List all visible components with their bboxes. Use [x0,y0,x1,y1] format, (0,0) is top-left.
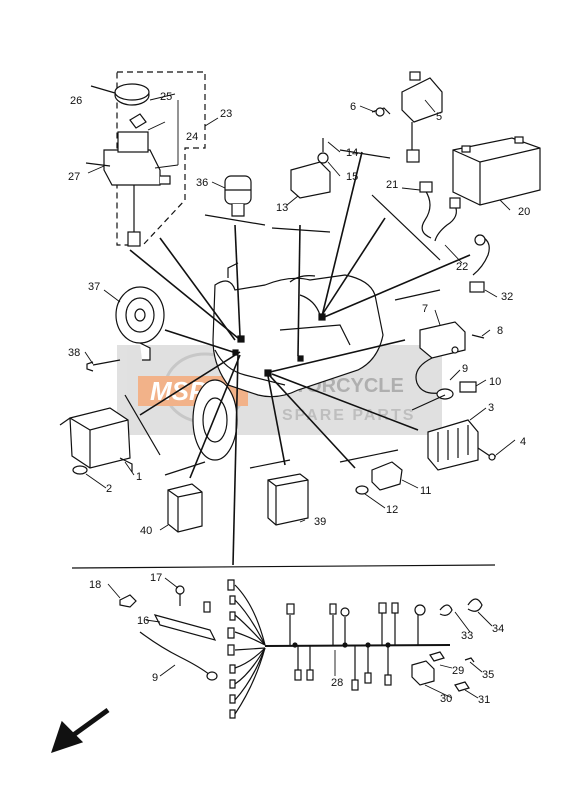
part-label-9b: 9 [152,672,158,684]
part-label-12: 12 [386,504,398,516]
group-separators [71,149,496,569]
part-label-39: 39 [314,516,326,528]
part-label-29: 29 [452,665,464,677]
part-label-2: 2 [106,483,112,495]
main-switch-assembly [85,71,206,247]
part-label-23: 23 [220,108,232,120]
part-label-27: 27 [68,171,80,183]
part-label-3: 3 [488,402,494,414]
part-label-32: 32 [501,291,513,303]
part-label-28: 28 [331,677,343,689]
relay-unit [167,483,203,533]
part-label-30: 30 [440,693,452,705]
part-label-4: 4 [520,436,526,448]
part-label-18: 18 [89,579,101,591]
leader-lines [129,151,471,566]
part-label-1: 1 [136,471,142,483]
part-label-8: 8 [497,325,503,337]
part-label-7: 7 [422,303,428,315]
part-label-15: 15 [346,171,358,183]
part-label-31: 31 [478,694,490,706]
part-label-11: 11 [420,485,431,497]
watermark-line-2: SPARE PARTS [282,407,415,424]
part-label-16: 16 [137,615,149,627]
part-label-38: 38 [68,347,80,359]
part-label-40: 40 [140,525,152,537]
part-label-6: 6 [350,101,356,113]
flasher-relay [224,175,252,217]
part-label-24: 24 [186,131,198,143]
battery [452,136,541,206]
cdi-unit [267,473,309,526]
part-label-17: 17 [150,572,162,584]
part-label-26: 26 [70,95,82,107]
starter-relay [371,71,443,163]
label-leaders [84,93,516,699]
part-label-10: 10 [489,376,501,388]
part-label-36: 36 [196,177,208,189]
rectifier-regulator [427,419,496,471]
relay-block [59,407,133,475]
part-label-20: 20 [518,206,530,218]
part-label-9: 9 [462,363,468,375]
part-label-35: 35 [482,669,494,681]
part-label-34: 34 [492,623,504,635]
brake-switch [355,461,403,495]
wire-harness [119,579,483,719]
part-label-22: 22 [456,261,468,273]
part-label-13: 13 [276,202,288,214]
part-label-5: 5 [436,111,442,123]
fuse-holder [290,138,331,199]
direction-arrow-icon [51,707,110,753]
part-label-25: 25 [160,91,172,103]
part-label-14: 14 [346,147,358,159]
part-number-labels: 1 2 3 4 5 6 7 8 9 10 11 12 13 14 15 16 1… [68,91,530,706]
horn-assembly [86,286,165,372]
part-label-33: 33 [461,630,473,642]
part-label-21: 21 [386,179,398,191]
battery-leads [419,181,490,293]
ignition-coil [415,321,485,400]
part-label-37: 37 [88,281,100,293]
